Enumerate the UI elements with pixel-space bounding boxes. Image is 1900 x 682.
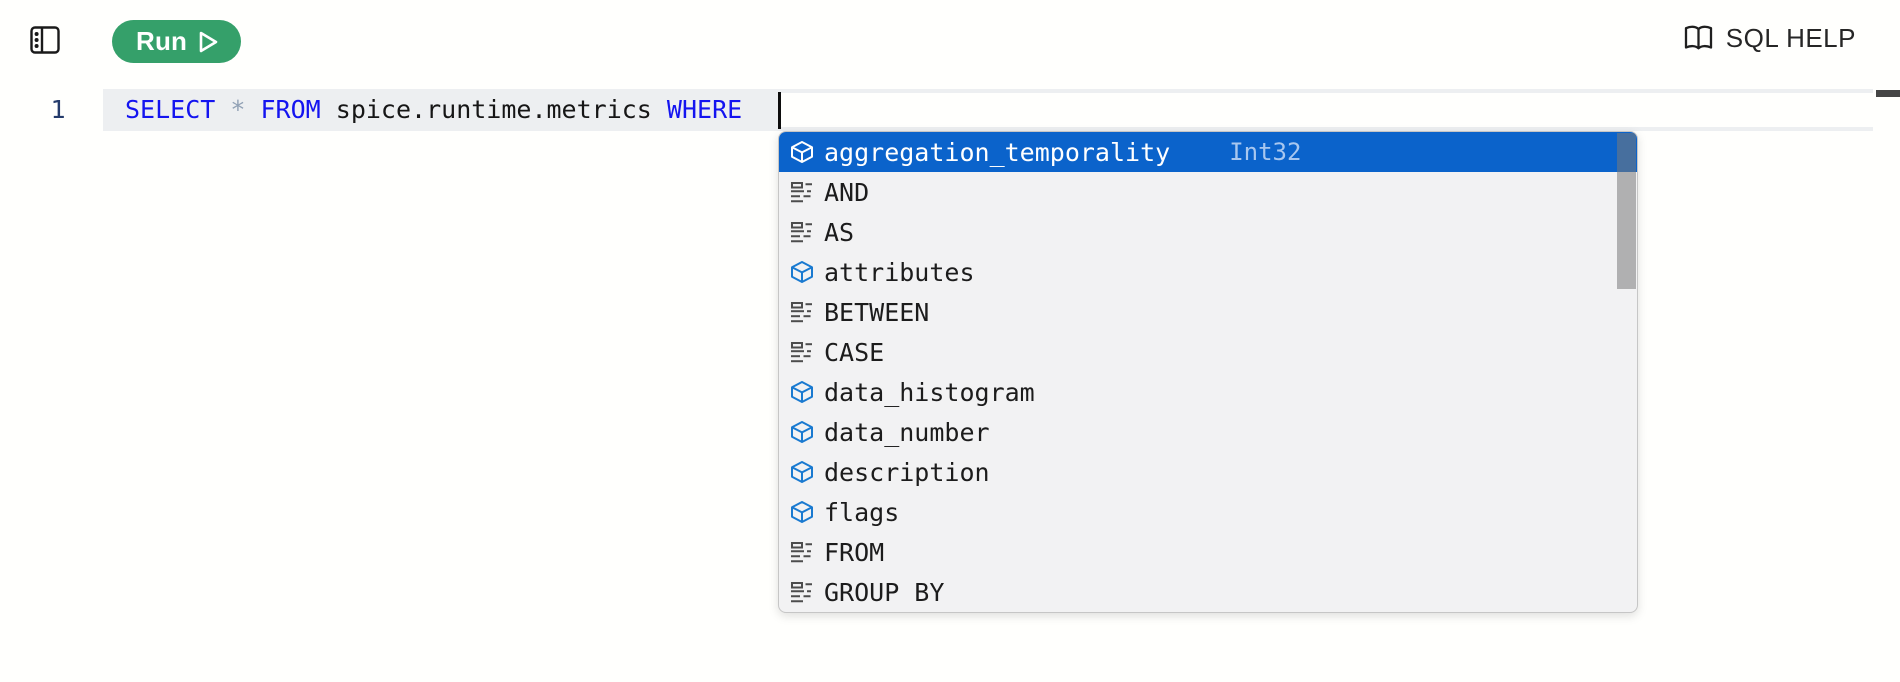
autocomplete-item[interactable]: aggregation_temporality Int32 <box>779 132 1637 172</box>
sql-editor[interactable]: 1 SELECT * FROM spice.runtime.metrics WH… <box>0 72 1900 682</box>
toolbar: Run SQL HELP <box>0 0 1900 72</box>
code-token-plain <box>245 95 260 124</box>
autocomplete-item-label: CASE <box>824 337 885 367</box>
code-token-plain <box>321 95 336 124</box>
autocomplete-list: aggregation_temporality Int32 AND <box>779 132 1637 612</box>
sql-help-label: SQL HELP <box>1725 22 1856 53</box>
text-cursor <box>778 92 781 129</box>
autocomplete-item-label: data_number <box>824 417 990 447</box>
autocomplete-item[interactable]: CASE <box>779 332 1637 372</box>
column-cube-icon <box>791 381 813 403</box>
code-token-plain <box>652 95 667 124</box>
code-token-plain <box>215 95 230 124</box>
autocomplete-item[interactable]: AS <box>779 212 1637 252</box>
column-cube-icon <box>791 261 813 283</box>
active-line-highlight <box>103 89 1873 131</box>
autocomplete-item[interactable]: data_number <box>779 412 1637 452</box>
keyword-text-icon <box>791 221 813 243</box>
autocomplete-item-label: AS <box>824 217 855 247</box>
book-icon <box>1683 24 1714 52</box>
autocomplete-item-label: description <box>824 457 990 487</box>
autocomplete-item-label: GROUP BY <box>824 577 945 607</box>
autocomplete-item[interactable]: attributes <box>779 252 1637 292</box>
column-cube-icon <box>791 501 813 523</box>
run-button[interactable]: Run <box>112 20 242 63</box>
keyword-text-icon <box>791 581 813 603</box>
run-button-label: Run <box>136 26 188 56</box>
sidebar-panel-icon <box>30 26 60 54</box>
code-token-keyword: SELECT <box>125 95 216 124</box>
autocomplete-item[interactable]: FROM <box>779 532 1637 572</box>
editor-scrollbar-thumb[interactable] <box>1876 90 1900 97</box>
autocomplete-item-label: FROM <box>824 537 885 567</box>
autocomplete-item-label: aggregation_temporality <box>824 137 1171 167</box>
autocomplete-item-label: attributes <box>824 257 975 287</box>
column-cube-icon <box>791 461 813 483</box>
sql-help-button[interactable]: SQL HELP <box>1683 18 1856 58</box>
column-cube-icon <box>791 421 813 443</box>
code-token-operator: * <box>230 95 246 124</box>
active-line-empty-area <box>779 93 1873 127</box>
autocomplete-item-label: flags <box>824 497 900 527</box>
autocomplete-item[interactable]: AND <box>779 172 1637 212</box>
code-token-keyword: WHERE <box>666 95 743 124</box>
autocomplete-dropdown: aggregation_temporality Int32 AND <box>778 131 1638 613</box>
autocomplete-item-label: AND <box>824 177 870 207</box>
column-cube-icon <box>791 141 813 163</box>
code-token-keyword: FROM <box>260 95 321 124</box>
play-icon <box>198 30 219 54</box>
sidebar-toggle-button[interactable] <box>30 26 60 54</box>
autocomplete-item-label: data_histogram <box>824 377 1035 407</box>
autocomplete-item-label: BETWEEN <box>824 297 930 327</box>
autocomplete-item[interactable]: flags <box>779 492 1637 532</box>
code-token-name: spice.runtime.metrics <box>335 95 652 124</box>
autocomplete-item[interactable]: BETWEEN <box>779 292 1637 332</box>
autocomplete-item[interactable]: data_histogram <box>779 372 1637 412</box>
autocomplete-item-type: Int32 <box>1229 138 1302 166</box>
line-number: 1 <box>50 95 66 124</box>
keyword-text-icon <box>791 181 813 203</box>
autocomplete-scrollbar-thumb[interactable] <box>1617 133 1636 289</box>
keyword-text-icon <box>791 341 813 363</box>
autocomplete-item[interactable]: description <box>779 452 1637 492</box>
keyword-text-icon <box>791 541 813 563</box>
autocomplete-item[interactable]: GROUP BY <box>779 572 1637 612</box>
keyword-text-icon <box>791 301 813 323</box>
code-line[interactable]: SELECT * FROM spice.runtime.metrics WHER… <box>125 89 742 131</box>
